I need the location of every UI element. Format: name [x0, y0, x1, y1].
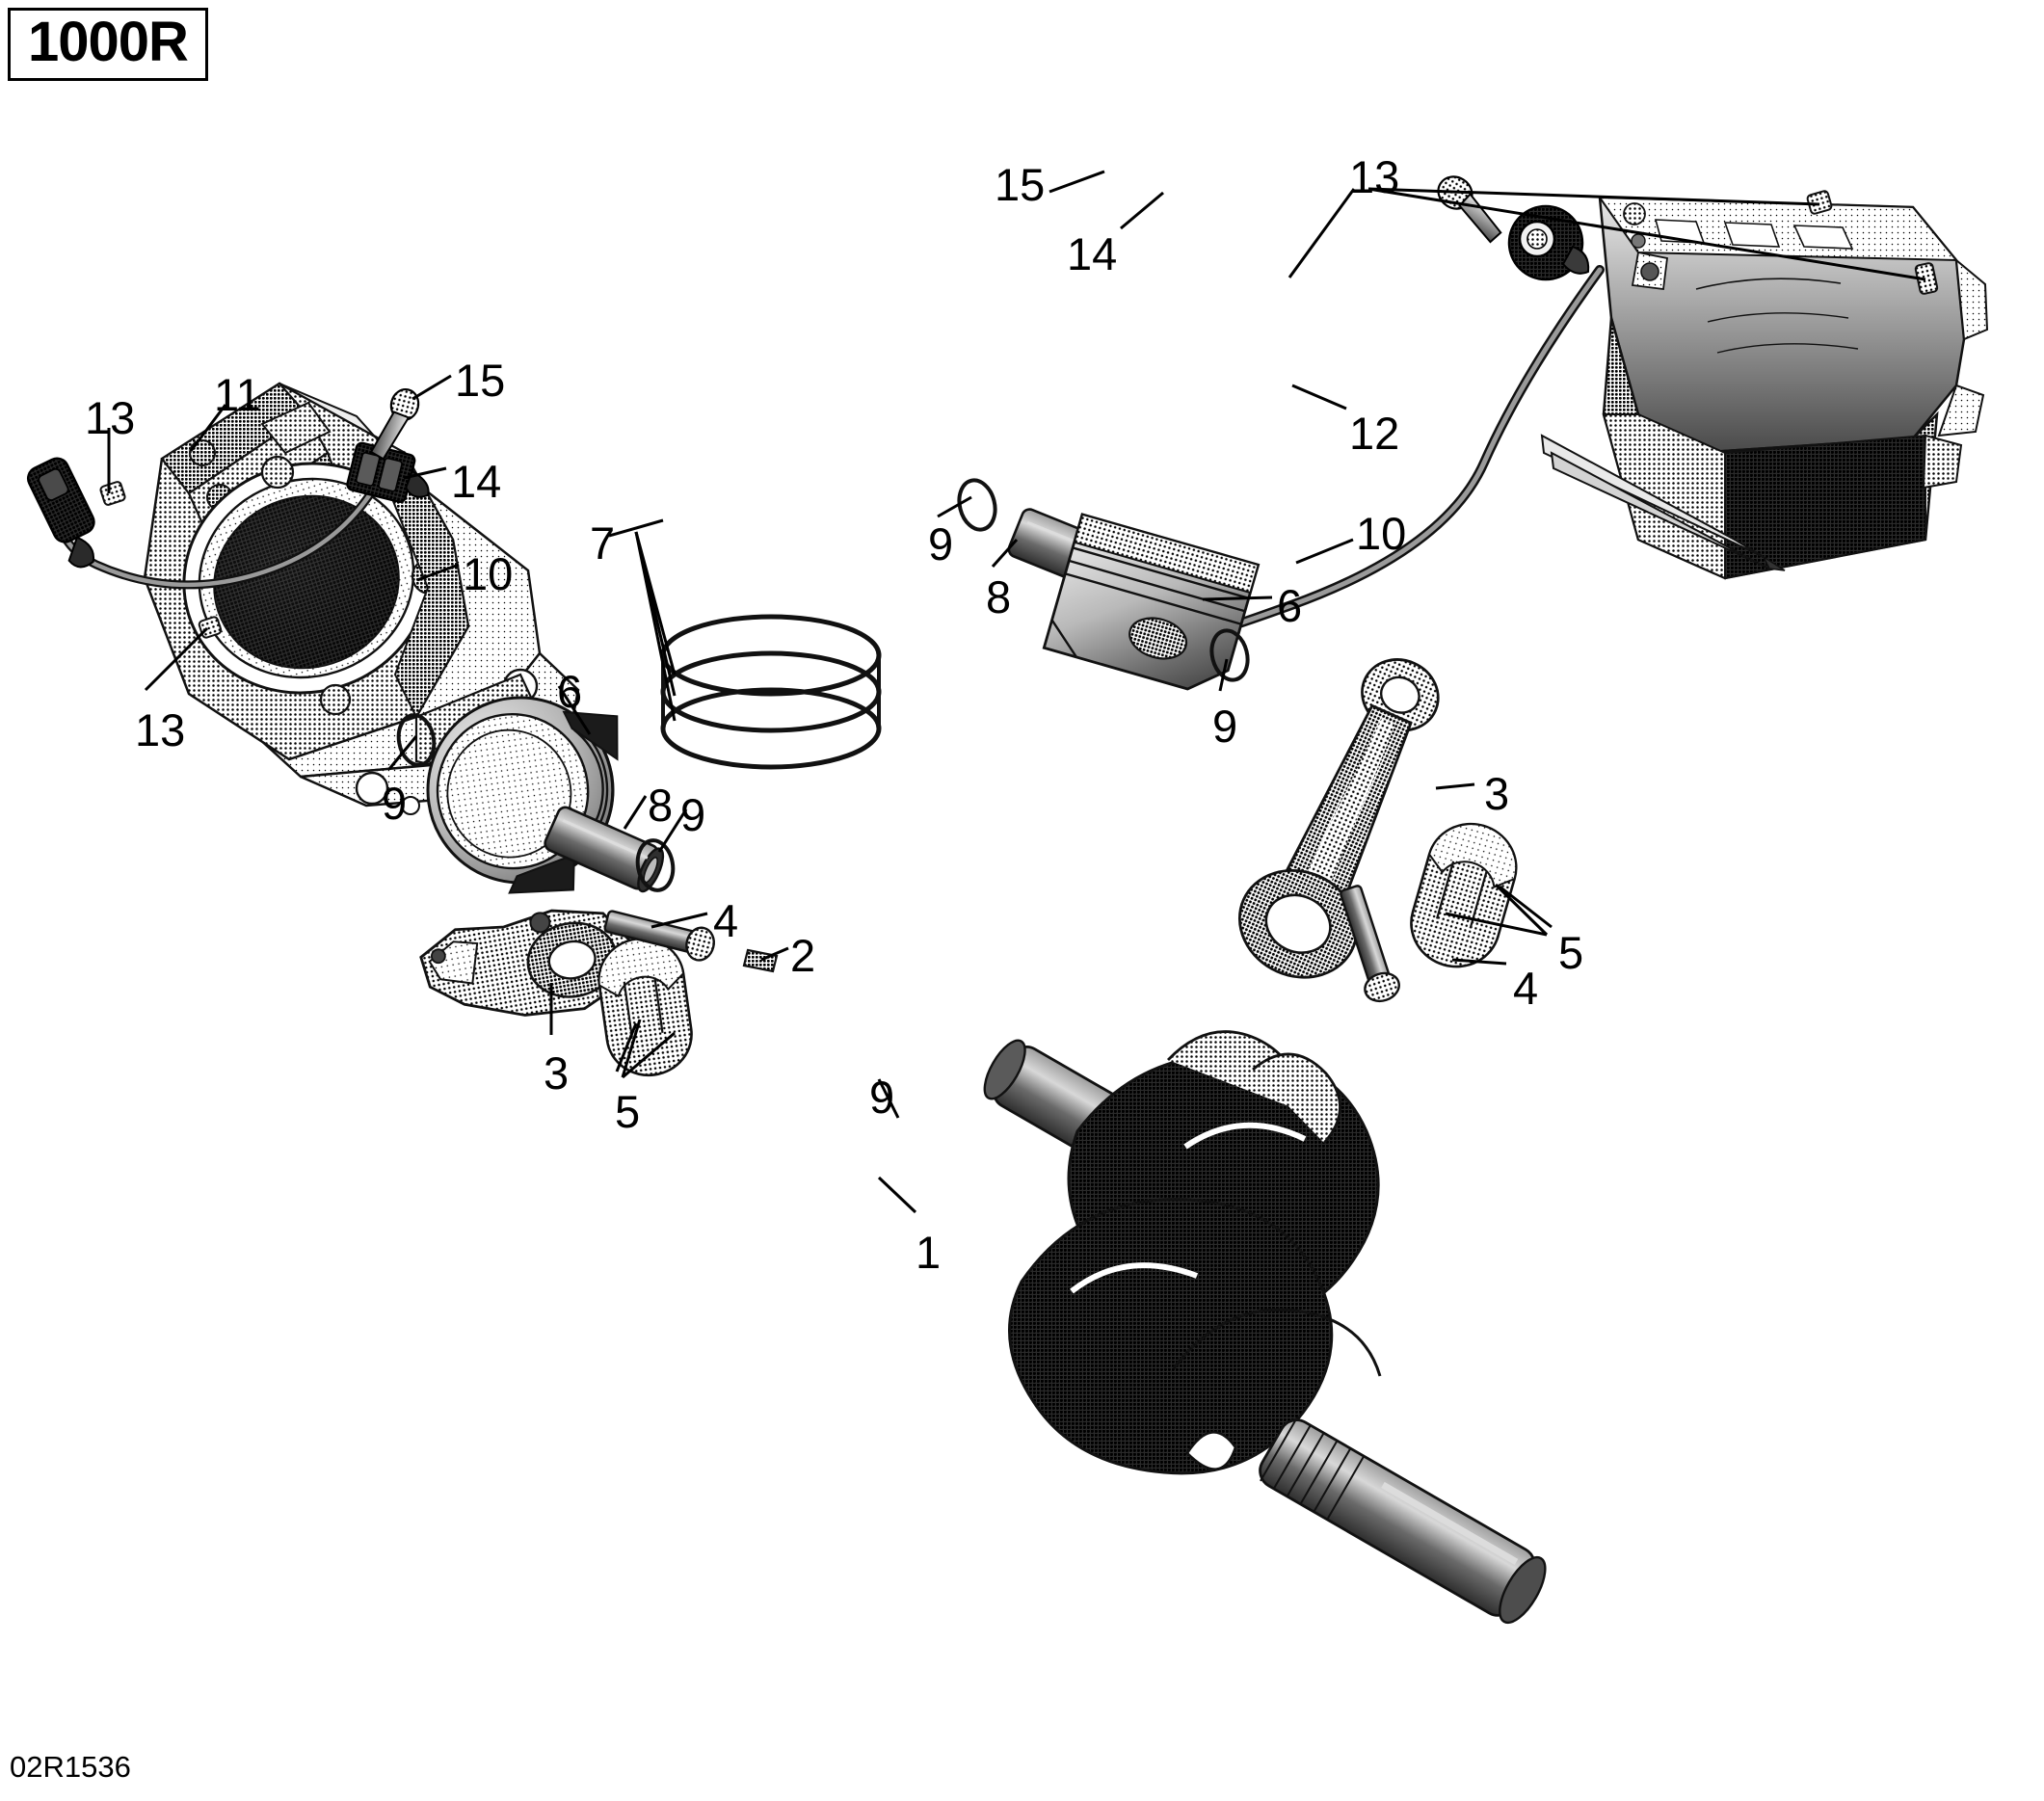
- model-title-box: 1000R: [8, 8, 208, 81]
- leader-line-8: [991, 539, 1019, 568]
- leader-line-5: [615, 1022, 638, 1073]
- leader-line-7: [608, 518, 664, 538]
- dowel-pin-right-lower: [1914, 262, 1939, 295]
- leader-line-10: [416, 563, 460, 582]
- callout-cylinder-base-gasket-10: 10: [1356, 508, 1407, 559]
- callout-screw-15: 15: [995, 159, 1046, 210]
- leader-line-5-left-branch: [622, 1031, 676, 1079]
- leader-line-9: [657, 808, 688, 853]
- leader-lines: [107, 170, 1926, 1214]
- callout-piston-pin-circlip-9: 9: [1212, 701, 1238, 752]
- leader-line-9: [1218, 658, 1229, 692]
- piston-left-group: [396, 696, 676, 894]
- piston-pin-circlip-right-b: [1209, 628, 1250, 682]
- leader-line-12: [1291, 384, 1347, 411]
- piston-ring-set: [660, 614, 882, 770]
- leader-line-9: [937, 495, 972, 518]
- cylinder-base-gasket-right: [1540, 434, 1786, 571]
- callout-connecting-rod-screw-4: 4: [1513, 963, 1539, 1014]
- knock-sensor-left-assembly: [26, 388, 430, 590]
- callout-piston-pin-8: 8: [986, 571, 1012, 622]
- dowel-pin-left-upper: [99, 481, 126, 506]
- callout-dowel-pin-13: 13: [135, 704, 186, 755]
- callout-piston-pin-circlip-9: 9: [869, 1072, 895, 1123]
- leader-line-14: [1120, 191, 1164, 230]
- callout-cylinder-front-11: 11: [214, 369, 261, 420]
- piston-right: [1042, 513, 1261, 691]
- leader-line-10: [1295, 538, 1354, 565]
- leader-line-8: [623, 795, 648, 830]
- callout-cylinder-base-gasket-10: 10: [463, 548, 514, 599]
- cylinder-rear-assembly: [1598, 190, 1989, 580]
- leader-line-6: [1202, 596, 1273, 601]
- callout-dowel-pin-13: 13: [85, 392, 136, 443]
- piston-pin-circlip-left-a: [396, 713, 437, 767]
- callout-cylinder-rear-12: 12: [1349, 408, 1400, 459]
- connecting-rod-screw-right: [1340, 885, 1400, 1003]
- callout-piston-pin-circlip-9: 9: [382, 778, 408, 829]
- callout-piston-ring-set-7: 7: [590, 517, 616, 569]
- leader-line-15: [411, 374, 452, 401]
- connecting-rod-left-group: [419, 909, 715, 1077]
- leader-line-5-right-branch: [1445, 912, 1548, 937]
- connecting-rod-screw-left: [603, 910, 715, 962]
- leader-line-13: [1287, 188, 1356, 278]
- connecting-rod-right-group: [1237, 658, 1518, 1003]
- callout-screw-15: 15: [455, 355, 506, 406]
- leader-line-2: [760, 946, 789, 962]
- callout-knock-sensor-14: 14: [451, 456, 502, 507]
- leader-line-4: [1451, 958, 1507, 966]
- leader-line-11: [189, 404, 227, 452]
- screw-right: [1437, 175, 1502, 244]
- callout-piston-pin-circlip-9: 9: [680, 789, 706, 840]
- leader-line-9: [877, 1078, 900, 1119]
- callout-piston-6: 6: [1277, 580, 1303, 631]
- callout-dowel-pin-13: 13: [1349, 151, 1400, 202]
- leader-line-1: [877, 1176, 917, 1214]
- leader-line-13-right-branch: [1367, 187, 1820, 206]
- callout-piston-pin-circlip-9: 9: [928, 518, 954, 569]
- piston-pin-circlip-right-a: [957, 478, 997, 532]
- reference-code: 02R1536: [10, 1750, 131, 1784]
- woodruff-key: [742, 948, 779, 973]
- leader-line-7-branch: [634, 531, 677, 722]
- callout-connecting-rod-screw-4: 4: [713, 895, 739, 946]
- leader-line-5-left-branch: [621, 1019, 642, 1078]
- leader-line-4: [650, 912, 708, 929]
- leader-line-5-right-branch: [1494, 883, 1549, 937]
- leader-line-13: [144, 626, 209, 692]
- callout-piston-pin-8: 8: [648, 780, 674, 831]
- callout-connecting-rod-bearing-5: 5: [1558, 927, 1584, 978]
- callout-connecting-rod-3: 3: [544, 1047, 570, 1099]
- callout-connecting-rod-bearing-5: 5: [615, 1086, 641, 1137]
- leader-line-13-right-branch: [1367, 187, 1926, 281]
- callout-knock-sensor-14: 14: [1067, 228, 1118, 279]
- leader-line-14: [403, 466, 447, 480]
- leader-line-6: [557, 685, 592, 735]
- callout-connecting-rod-3: 3: [1484, 768, 1510, 819]
- callout-piston-6: 6: [557, 666, 583, 717]
- page-title: 1000R: [28, 11, 189, 73]
- screw-left: [369, 388, 420, 461]
- leader-line-9: [387, 735, 418, 770]
- leader-line-3: [1435, 782, 1475, 790]
- callout-woodruff-key-2: 2: [790, 930, 816, 981]
- crankshaft: [983, 1030, 1547, 1625]
- leader-line-15: [1049, 170, 1105, 194]
- connecting-rod-bearing-right: [1410, 822, 1518, 968]
- connecting-rod-bearing-left: [597, 937, 693, 1077]
- piston-pin-circlip-left-b: [635, 838, 676, 892]
- callout-crankshaft-1: 1: [916, 1227, 942, 1278]
- piston-right-group: [957, 478, 1261, 691]
- leader-line-5: [1499, 885, 1553, 929]
